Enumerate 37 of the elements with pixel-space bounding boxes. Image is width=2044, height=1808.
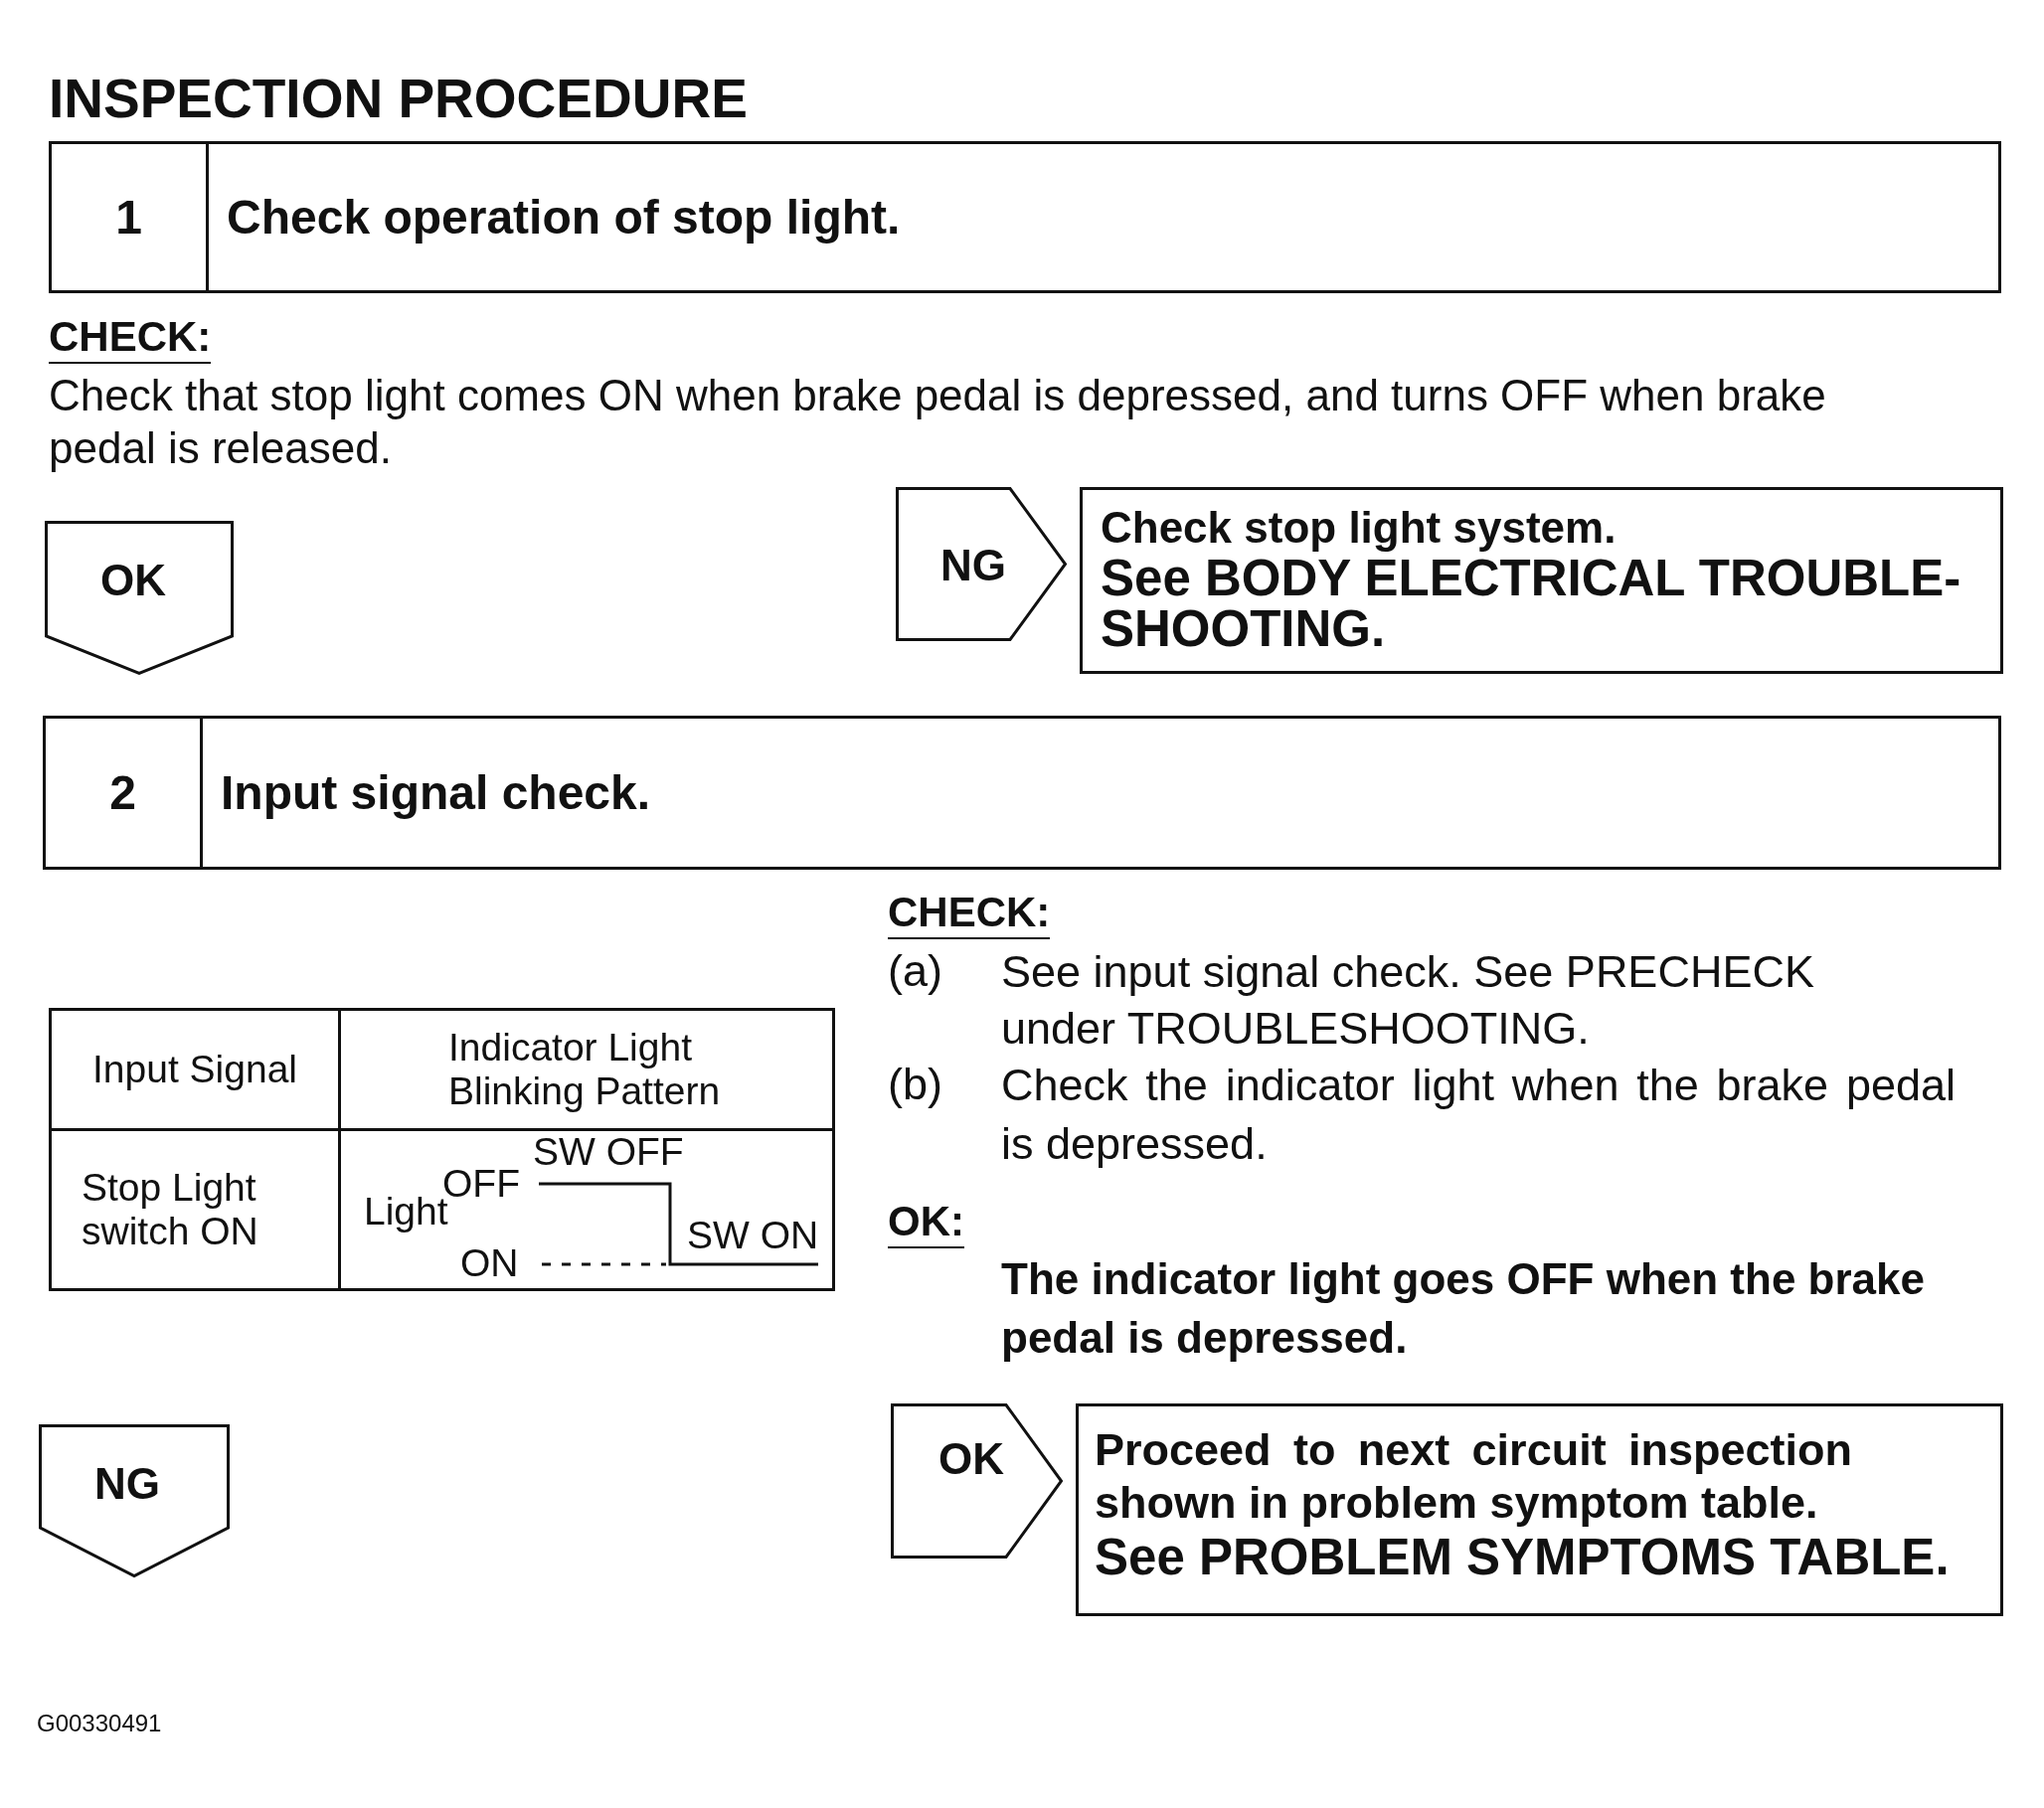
waveform-label: ON (460, 1239, 519, 1286)
list-item-text: Check the indicator light when the brake pedal is depressed. (1001, 1058, 1956, 1171)
waveform-label: SW OFF (533, 1128, 684, 1175)
list-marker: (a) (888, 944, 942, 998)
reference-text: See PROBLEM SYMPTOMS TABLE. (1095, 1531, 1951, 1584)
step-number: 1 (52, 144, 209, 290)
result-criterion: The indicator light goes OFF when the brake pedal is depressed. (1001, 1252, 1926, 1364)
pentagon-tag (896, 487, 1067, 641)
reference-text: See BODY ELECTRICAL TROUBLE- SHOOTING. (1101, 553, 1962, 654)
tag-label: OK (100, 554, 166, 606)
tag-label: OK (938, 1432, 1004, 1485)
tag-label: NG (94, 1457, 160, 1510)
column-header: Input Signal (49, 1008, 341, 1131)
instruction-text: Check that stop light comes ON when brake pedal is depressed, and turns OFF when brake pedal is released. (49, 369, 1827, 474)
row-header: Stop Light switch ON (49, 1128, 341, 1291)
result-box (1080, 487, 2003, 674)
pentagon-tag (891, 1403, 1063, 1559)
waveform-label: SW ON (687, 1212, 819, 1258)
result-box (1076, 1403, 2003, 1616)
step-box (43, 716, 2001, 870)
tag-label: NG (940, 539, 1006, 591)
section-heading: CHECK: (49, 312, 212, 364)
section-heading: OK: (888, 1197, 964, 1248)
step-number: 2 (46, 719, 203, 867)
pentagon-tag (39, 1424, 230, 1577)
page-title: INSPECTION PROCEDURE (49, 67, 748, 131)
list-marker: (b) (888, 1058, 942, 1111)
list-item-text: See input signal check. See PRECHECK under TROUBLESHOOTING. (1001, 944, 1815, 1056)
section-heading: CHECK: (888, 888, 1051, 939)
pentagon-tag (45, 521, 234, 675)
step-box (49, 141, 2001, 293)
figure-code: G00330491 (37, 1708, 162, 1737)
instruction-text: Check stop light system. (1101, 502, 1618, 553)
step-title: Check operation of stop light. (226, 189, 902, 246)
column-header: Indicator Light Blinking Pattern (338, 1008, 835, 1131)
step-title: Input signal check. (220, 764, 652, 821)
instruction-text: Proceed to next circuit inspection shown in problem symptom table. (1095, 1423, 1852, 1529)
